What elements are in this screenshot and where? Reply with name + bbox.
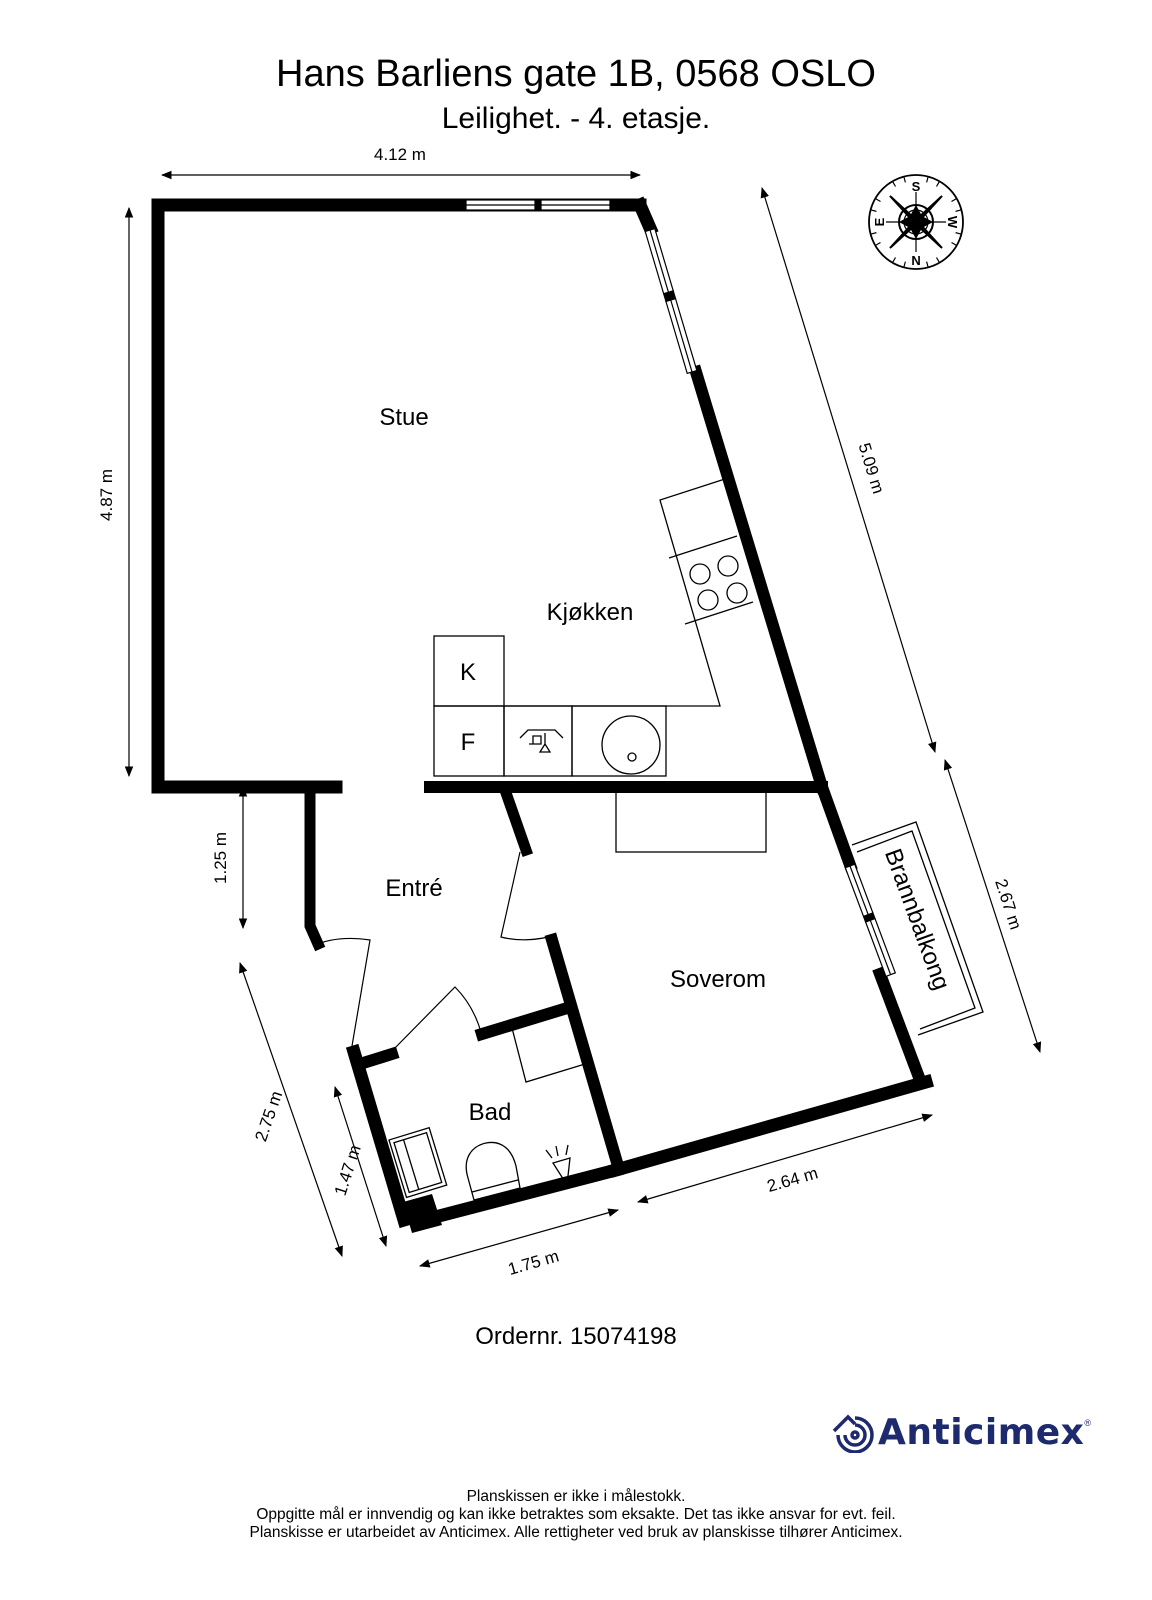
- anticimex-logo-icon: [832, 1414, 874, 1453]
- room-label-stue: Stue: [379, 404, 428, 431]
- compass-west: W: [945, 216, 960, 229]
- compass-north: N: [911, 253, 920, 268]
- compass-south: S: [912, 179, 921, 194]
- fridge-label-k: K: [460, 659, 476, 686]
- room-label-soverom: Soverom: [670, 966, 766, 993]
- dim-entry-height: 1.25 m: [211, 832, 230, 884]
- dim-right-diagonal: 5.09 m: [855, 441, 888, 496]
- page-subtitle: Leilighet. - 4. etasje.: [441, 102, 711, 135]
- disclaimer-line-1: Planskissen er ikke i målestokk.: [466, 1488, 686, 1505]
- anticimex-logo: Anticimex ®: [832, 1412, 1091, 1453]
- page-title: Hans Barliens gate 1B, 0568 OSLO: [276, 53, 876, 95]
- dim-entry-diagonal: 2.75 m: [251, 1089, 286, 1144]
- dim-balcony-side: 2.67 m: [991, 877, 1025, 932]
- walls: [151, 196, 935, 1230]
- disclaimer-line-3: Planskisse er utarbeidet av Anticimex. A…: [249, 1524, 903, 1541]
- disclaimer-line-2: Oppgitte mål er innvendig og kan ikke be…: [256, 1506, 896, 1523]
- room-label-kjokken: Kjøkken: [547, 599, 634, 626]
- compass-icon: S N E W: [868, 174, 964, 270]
- dim-bath-bottom: 1.75 m: [506, 1246, 561, 1279]
- dimension-lines: [124, 170, 1042, 1268]
- dim-left-height: 4.87 m: [97, 469, 116, 521]
- dim-bedroom-bottom: 2.64 m: [765, 1163, 820, 1196]
- compass-east: E: [872, 217, 887, 226]
- fridge-label-f: F: [461, 729, 476, 756]
- kitchen-fixtures: [433, 477, 754, 777]
- dim-top-width: 4.12 m: [374, 145, 426, 164]
- room-label-entre: Entré: [385, 875, 442, 902]
- windows: [465, 199, 897, 978]
- order-number: Ordernr. 15074198: [475, 1323, 677, 1350]
- registered-mark: ®: [1084, 1418, 1092, 1428]
- room-fixtures: [388, 789, 767, 1201]
- dim-bath-side: 1.47 m: [331, 1143, 365, 1198]
- room-label-bad: Bad: [469, 1099, 512, 1126]
- logo-text: Anticimex: [878, 1412, 1085, 1453]
- disclaimer: Planskissen er ikke i målestokk. Oppgitt…: [0, 1488, 1152, 1542]
- doors: [312, 851, 556, 1053]
- shaft-block: [403, 1194, 442, 1233]
- wardrobe: [615, 789, 767, 853]
